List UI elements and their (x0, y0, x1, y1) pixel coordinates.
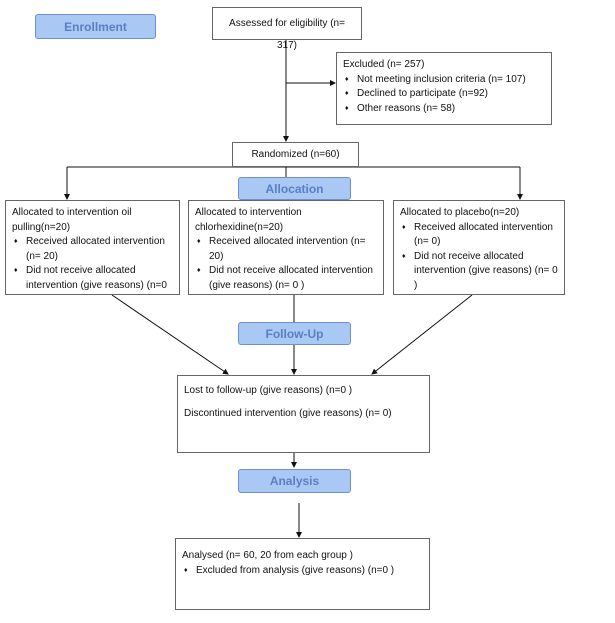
group-box-chlorhexidine: Allocated to intervention chlorhexidine(… (188, 200, 384, 295)
group-item: Received allocated intervention (n= 0) (400, 221, 558, 250)
excluded-box: Excluded (n= 257) Not meeting inclusion … (336, 52, 552, 125)
group-title: Allocated to intervention oil pulling(n=… (12, 207, 132, 233)
stage-allocation: Allocation (238, 177, 351, 200)
excluded-item: Other reasons (n= 58) (343, 102, 545, 117)
group-item: Received allocated intervention (n= 20) (12, 235, 173, 264)
group-item: Received allocated intervention (n= 20) (195, 235, 377, 264)
stage-enrollment: Enrollment (35, 14, 156, 39)
group-title: Allocated to intervention chlorhexidine(… (195, 207, 302, 233)
group-item: Did not receive allocated intervention (… (195, 264, 377, 293)
group-box-oil-pulling: Allocated to intervention oil pulling(n=… (5, 200, 180, 295)
assessed-box: Assessed for eligibility (n= 317) (212, 7, 362, 51)
discontinued: Discontinued intervention (give reasons)… (184, 407, 392, 419)
excluded-item: Not meeting inclusion criteria (n= 107) (343, 73, 545, 88)
group-item: Did not receive allocated intervention (… (12, 264, 173, 293)
analysed-item: Excluded from analysis (give reasons) (n… (182, 564, 423, 579)
group-item: Did not receive allocated intervention (… (400, 250, 558, 294)
lost-to-followup: Lost to follow-up (give reasons) (n=0 ) (184, 385, 353, 396)
stage-analysis: Analysis (238, 469, 351, 493)
followup-box: Lost to follow-up (give reasons) (n=0 ) … (177, 375, 430, 453)
analysed-title: Analysed (n= 60, 20 from each group ) (182, 550, 353, 561)
analysed-box: Analysed (n= 60, 20 from each group ) Ex… (175, 538, 430, 610)
stage-followup: Follow-Up (238, 322, 351, 345)
excluded-item: Declined to participate (n=92) (343, 87, 545, 102)
group-box-placebo: Allocated to placebo(n=20) Received allo… (393, 200, 565, 295)
excluded-title: Excluded (n= 257) (343, 59, 425, 70)
group-title: Allocated to placebo(n=20) (400, 207, 520, 218)
randomized-box: Randomized (n=60) (232, 142, 359, 167)
